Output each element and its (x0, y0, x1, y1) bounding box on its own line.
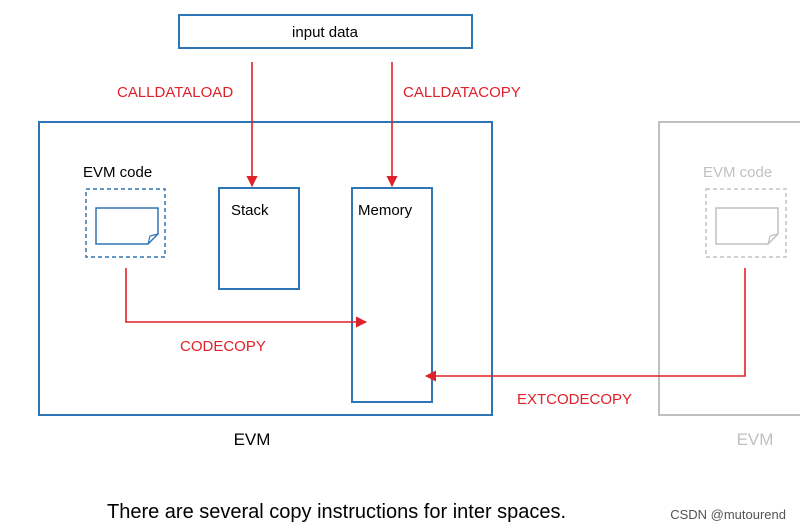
calldataload-label: CALLDATALOAD (117, 84, 233, 101)
codecopy-label: CODECOPY (180, 338, 266, 355)
input-data-label: input data (292, 24, 359, 41)
stack-box (218, 187, 300, 290)
document-icon-fold (767, 233, 779, 245)
evm-code-label-remote: EVM code (703, 164, 772, 181)
memory-box (351, 187, 433, 403)
evm-label-local: EVM (234, 430, 271, 449)
extcodecopy-label: EXTCODECOPY (517, 391, 632, 408)
extcodecopy-arrow (424, 268, 746, 382)
stack-label: Stack (231, 202, 269, 219)
watermark: CSDN @mutourend (670, 507, 786, 522)
evm-container-local (38, 121, 493, 416)
document-icon (715, 207, 779, 245)
document-icon-fold (147, 233, 159, 245)
document-icon (95, 207, 159, 245)
memory-label: Memory (358, 202, 413, 219)
evm-label-remote: EVM (737, 430, 774, 449)
codecopy-arrow (125, 268, 368, 328)
evm-container-remote (658, 121, 800, 416)
calldatacopy-label: CALLDATACOPY (403, 84, 521, 101)
caption: There are several copy instructions for … (107, 501, 566, 523)
evm-code-label-local: EVM code (83, 164, 152, 181)
input-data-box (178, 14, 473, 49)
